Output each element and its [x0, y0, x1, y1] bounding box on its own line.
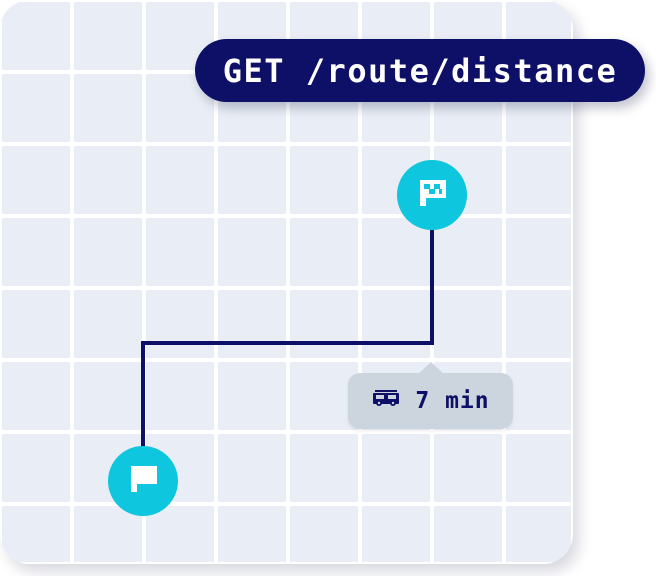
map-marker-destination[interactable] — [397, 160, 467, 230]
travel-time-tooltip: 7 min — [348, 362, 513, 429]
api-endpoint-label: GET /route/distance — [222, 51, 618, 90]
api-endpoint-badge[interactable]: GET /route/distance — [195, 39, 645, 102]
travel-time-label: 7 min — [415, 387, 490, 414]
flag-icon — [126, 462, 160, 501]
car-icon — [371, 386, 401, 417]
map-marker-origin[interactable] — [108, 446, 178, 516]
checkered-flag-icon — [415, 176, 449, 215]
